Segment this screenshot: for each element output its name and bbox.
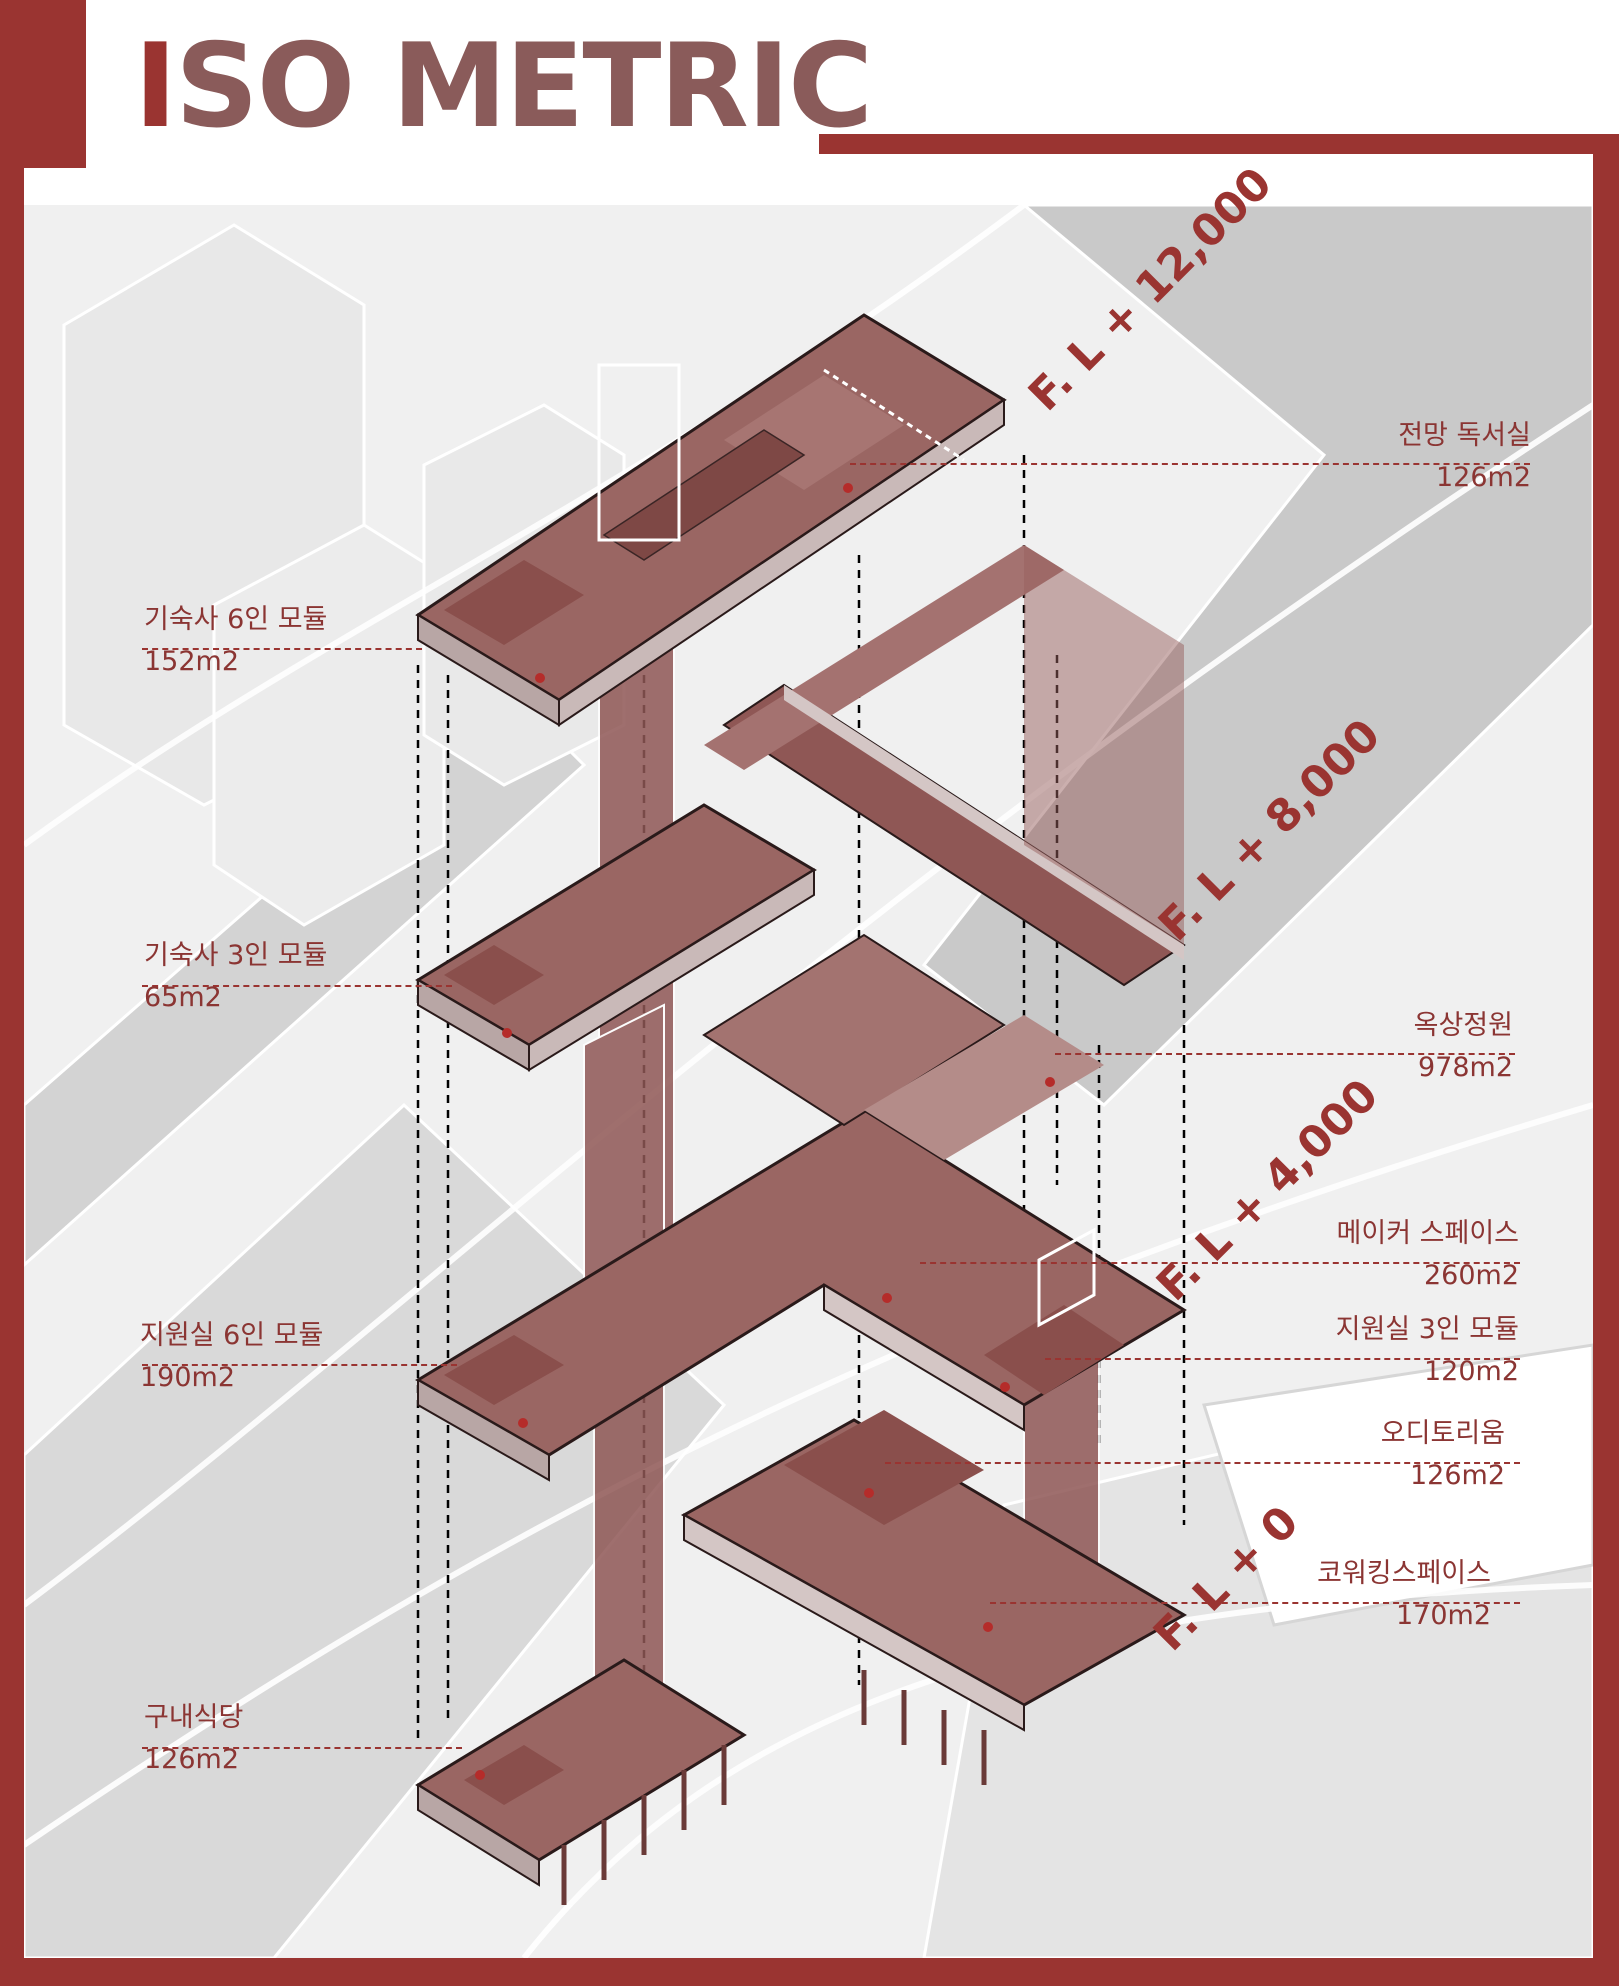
floor-8000 bbox=[415, 803, 817, 1072]
room-marker-dot bbox=[535, 673, 545, 683]
leader-line bbox=[142, 1364, 457, 1366]
room-marker-dot bbox=[475, 1770, 485, 1780]
roof-garden bbox=[704, 545, 1186, 987]
title-accent-block bbox=[0, 0, 86, 168]
floor-4000 bbox=[415, 933, 1187, 1482]
isometric-drawing bbox=[24, 205, 1593, 1958]
leader-line bbox=[850, 463, 1530, 465]
leader-line bbox=[1055, 1053, 1515, 1055]
leader-line bbox=[990, 1602, 1520, 1604]
room-marker-dot bbox=[864, 1488, 874, 1498]
floor-0 bbox=[415, 1410, 1188, 1905]
leader-line bbox=[142, 648, 422, 650]
leader-line bbox=[1045, 1358, 1520, 1360]
floor-12000 bbox=[415, 313, 1007, 727]
room-marker-dot bbox=[983, 1622, 993, 1632]
room-marker-dot bbox=[843, 483, 853, 493]
room-marker-dot bbox=[882, 1293, 892, 1303]
page-title: ISO METRIC bbox=[134, 19, 873, 154]
leader-line bbox=[142, 1747, 462, 1749]
room-marker-dot bbox=[518, 1418, 528, 1428]
leader-line bbox=[920, 1262, 1520, 1264]
title-underline-bar bbox=[819, 134, 1619, 154]
frame-right-border bbox=[1593, 134, 1619, 1986]
leader-line bbox=[885, 1462, 1520, 1464]
room-marker-dot bbox=[1045, 1077, 1055, 1087]
room-marker-dot bbox=[502, 1028, 512, 1038]
frame-left-border bbox=[0, 0, 24, 1986]
leader-line bbox=[142, 985, 452, 987]
frame-bottom-border bbox=[0, 1958, 1619, 1986]
room-marker-dot bbox=[1000, 1382, 1010, 1392]
